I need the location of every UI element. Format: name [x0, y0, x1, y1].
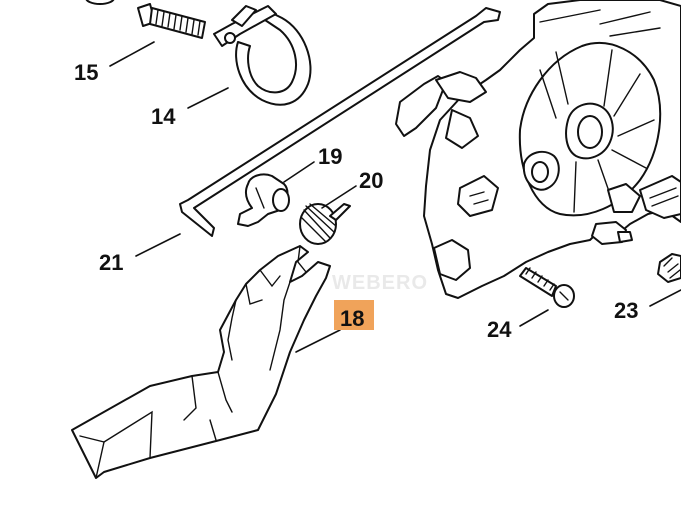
- callout-18-highlight: [334, 300, 374, 330]
- callout-19[interactable]: 19: [318, 144, 342, 169]
- leader-14: [187, 87, 229, 109]
- leader-15: [109, 41, 155, 67]
- leader-20: [321, 185, 357, 209]
- leader-19: [283, 161, 315, 183]
- watermark: WEBERO: [332, 272, 428, 294]
- part-14-band: [213, 5, 312, 106]
- callout-18[interactable]: 18: [340, 306, 364, 331]
- housing: [395, 0, 681, 299]
- callout-23[interactable]: 23: [614, 298, 638, 323]
- part-19-clip: [237, 173, 290, 227]
- leader-24: [519, 309, 549, 327]
- part-23-bolt: [657, 253, 681, 283]
- leader-21: [135, 233, 181, 257]
- part-24-screw: [519, 267, 575, 308]
- part-20-spring: [299, 203, 351, 245]
- callout-20[interactable]: 20: [359, 168, 383, 193]
- leader-23: [649, 289, 681, 307]
- leader-18: [295, 329, 341, 353]
- callout-14[interactable]: 14: [151, 104, 176, 129]
- callout-24[interactable]: 24: [487, 317, 512, 342]
- part-18-lever: [71, 245, 331, 479]
- leader-lines: [109, 41, 681, 353]
- callout-21[interactable]: 21: [99, 250, 123, 275]
- callout-15[interactable]: 15: [74, 60, 98, 85]
- callout-labels: 15 14 19 20 21 18 24 23: [74, 60, 638, 342]
- part-21-rod: [179, 7, 501, 237]
- part-15-screw-spring: [85, 0, 206, 39]
